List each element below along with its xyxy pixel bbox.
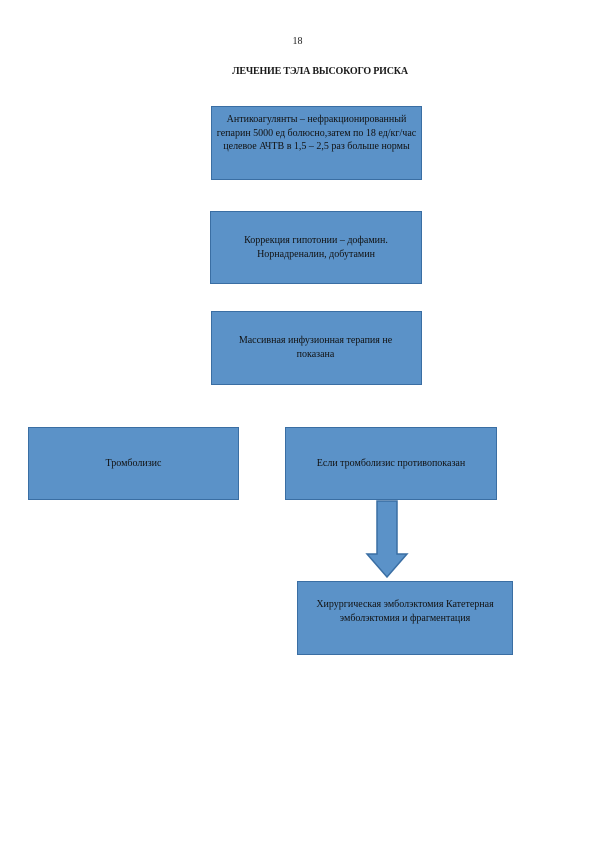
hypotension-correction-text: Коррекция гипотонии – дофамин. Норнадрен… xyxy=(244,235,388,260)
down-arrow-icon xyxy=(365,500,409,579)
page-title: ЛЕЧЕНИЕ ТЭЛА ВЫСОКОГО РИСКА xyxy=(232,66,408,77)
thrombolysis-contraindicated-text: Если тромболизис противопоказан xyxy=(316,457,466,469)
thrombolysis-contraindicated-box: Если тромболизис противопоказан xyxy=(285,427,497,500)
embolectomy-text: Хирургическая эмболэктомия Катетерная эм… xyxy=(316,599,494,624)
page-number: 18 xyxy=(292,36,303,47)
thrombolysis-box: Тромболизис xyxy=(28,427,239,500)
embolectomy-box: Хирургическая эмболэктомия Катетерная эм… xyxy=(297,581,513,655)
infusion-therapy-box: Массивная инфузионная терапия не показан… xyxy=(211,311,422,385)
anticoagulants-text: Антикоагулянты – нефракционированный геп… xyxy=(216,114,417,152)
anticoagulants-box: Антикоагулянты – нефракционированный геп… xyxy=(211,106,422,180)
thrombolysis-text: Тромболизис xyxy=(105,457,162,469)
infusion-therapy-text: Массивная инфузионная терапия не показан… xyxy=(238,335,393,360)
hypotension-correction-box: Коррекция гипотонии – дофамин. Норнадрен… xyxy=(210,211,422,284)
